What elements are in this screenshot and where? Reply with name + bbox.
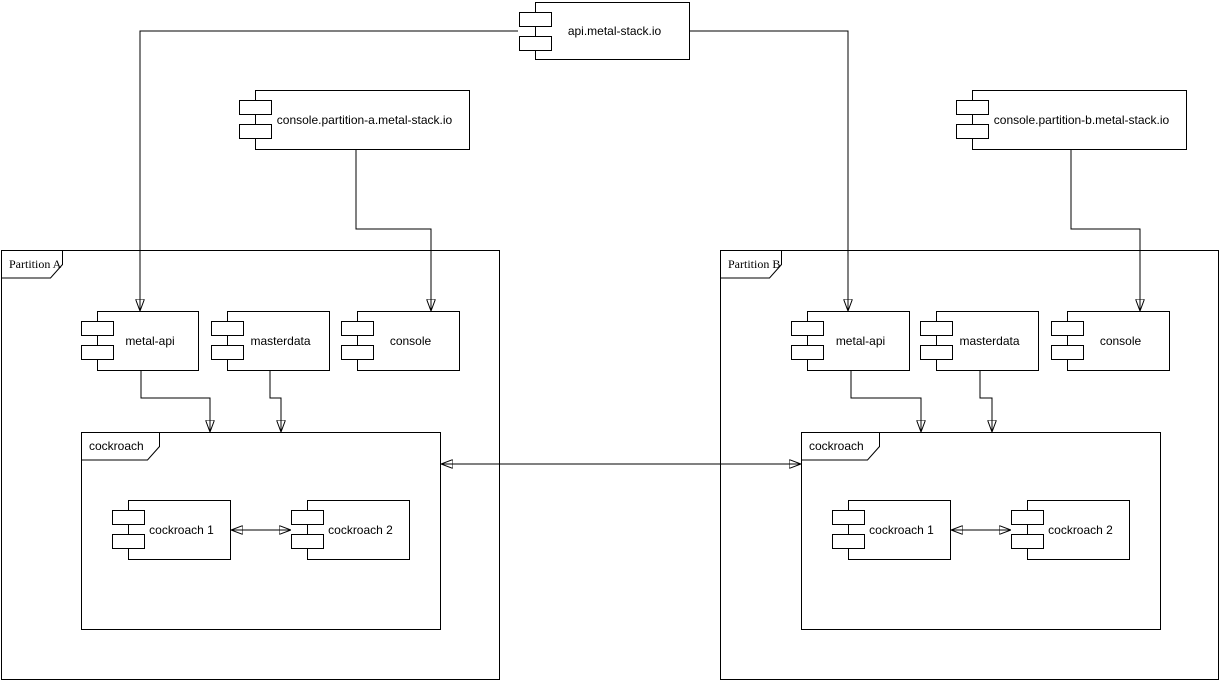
component-cockroach-1-b: cockroach 1 [832,500,951,560]
component-metal-api-a: metal-api [81,311,199,371]
group-cockroach-b: cockroach cockroach 1 cockroach 2 [801,432,1161,630]
uml-component-icon [81,321,114,336]
component-console-partition-b-metal-stack-io: console.partition-b.metal-stack.io [956,90,1187,150]
uml-component-icon [112,534,145,549]
component-console-b: console [1051,311,1170,371]
uml-component-icon [956,124,989,139]
group-cockroach-b-label: cockroach [809,439,864,453]
uml-component-icon [920,321,953,336]
uml-component-icon [341,345,374,360]
component-api-metal-stack-io: api.metal-stack.io [519,2,690,60]
uml-component-icon [832,534,865,549]
group-cockroach-a: cockroach cockroach 1 cockroach 2 [81,432,441,630]
uml-component-icon [1011,510,1044,525]
uml-component-icon [791,321,824,336]
partition-b-label: Partition B [728,257,781,271]
component-label: cockroach 2 [1048,523,1113,537]
uml-component-icon [239,124,272,139]
component-cockroach-1-a: cockroach 1 [112,500,231,560]
component-label: console.partition-a.metal-stack.io [276,113,453,127]
uml-component-icon [291,534,324,549]
component-label: cockroach 2 [328,523,393,537]
uml-component-icon [832,510,865,525]
uml-component-icon [291,510,324,525]
uml-component-icon [956,100,989,115]
component-label: cockroach 1 [149,523,214,537]
component-label: masterdata [959,334,1020,348]
uml-component-icon [519,36,552,51]
uml-component-icon [1051,321,1084,336]
component-console-a: console [341,311,460,371]
partition-a-frame: Partition A metal-api masterdata console… [1,250,500,680]
partition-a-label: Partition A [9,257,62,271]
uml-component-icon [791,345,824,360]
component-console-partition-a-metal-stack-io: console.partition-a.metal-stack.io [239,90,470,150]
component-label: masterdata [250,334,311,348]
uml-component-icon [1011,534,1044,549]
component-label: cockroach 1 [869,523,934,537]
component-label: console [389,334,432,348]
component-masterdata-b: masterdata [920,311,1039,371]
uml-component-icon [341,321,374,336]
uml-component-icon [1051,345,1084,360]
component-label: api.metal-stack.io [567,24,662,38]
uml-component-icon [519,12,552,27]
component-label: metal-api [835,334,886,348]
component-cockroach-2-a: cockroach 2 [291,500,410,560]
uml-component-icon [81,345,114,360]
uml-component-icon [920,345,953,360]
partition-b-frame: Partition B metal-api masterdata console… [720,250,1219,680]
group-cockroach-a-label: cockroach [89,439,144,453]
component-masterdata-a: masterdata [211,311,330,371]
uml-component-icon [211,345,244,360]
uml-component-icon [239,100,272,115]
component-label: metal-api [125,334,175,348]
component-label: console [1099,334,1142,348]
uml-component-icon [211,321,244,336]
component-metal-api-b: metal-api [791,311,910,371]
component-label: console.partition-b.metal-stack.io [993,113,1170,127]
component-cockroach-2-b: cockroach 2 [1011,500,1130,560]
uml-component-icon [112,510,145,525]
